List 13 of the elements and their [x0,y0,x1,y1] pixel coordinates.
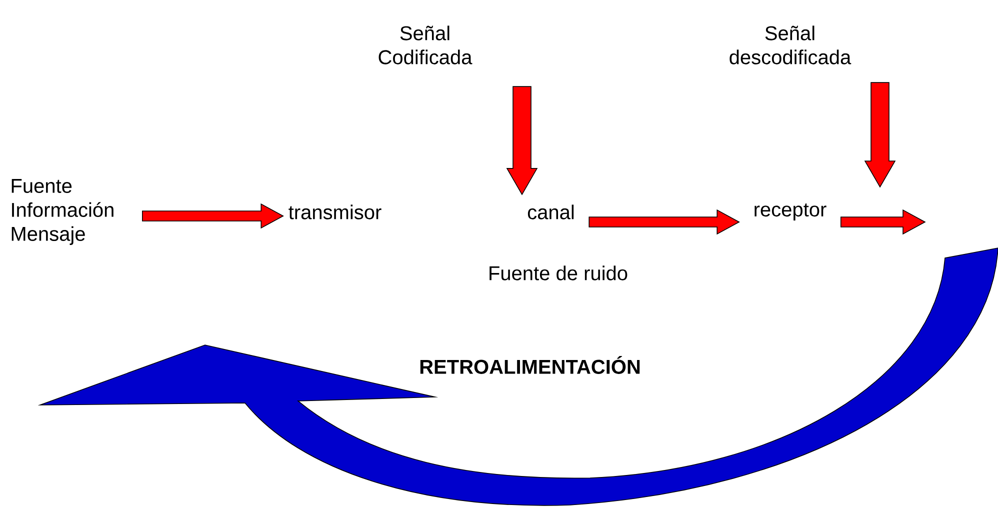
block-arrow [840,209,926,235]
node-label: receptor [754,203,826,221]
node-label: transmisor [288,204,382,220]
block-arrow [864,82,896,188]
block-arrow [588,209,740,235]
text-label: Fuente de ruido [490,266,628,280]
node-label: canal [528,204,574,220]
node-label: Señal descodificada [730,26,852,64]
node-label: Señal Codificada [378,26,472,64]
block-arrow [506,86,538,196]
node-label: Fuente Información Mensaje [12,179,114,245]
text-label: RETROALIMENTACIÓN [420,356,640,374]
block-arrow [142,203,284,229]
